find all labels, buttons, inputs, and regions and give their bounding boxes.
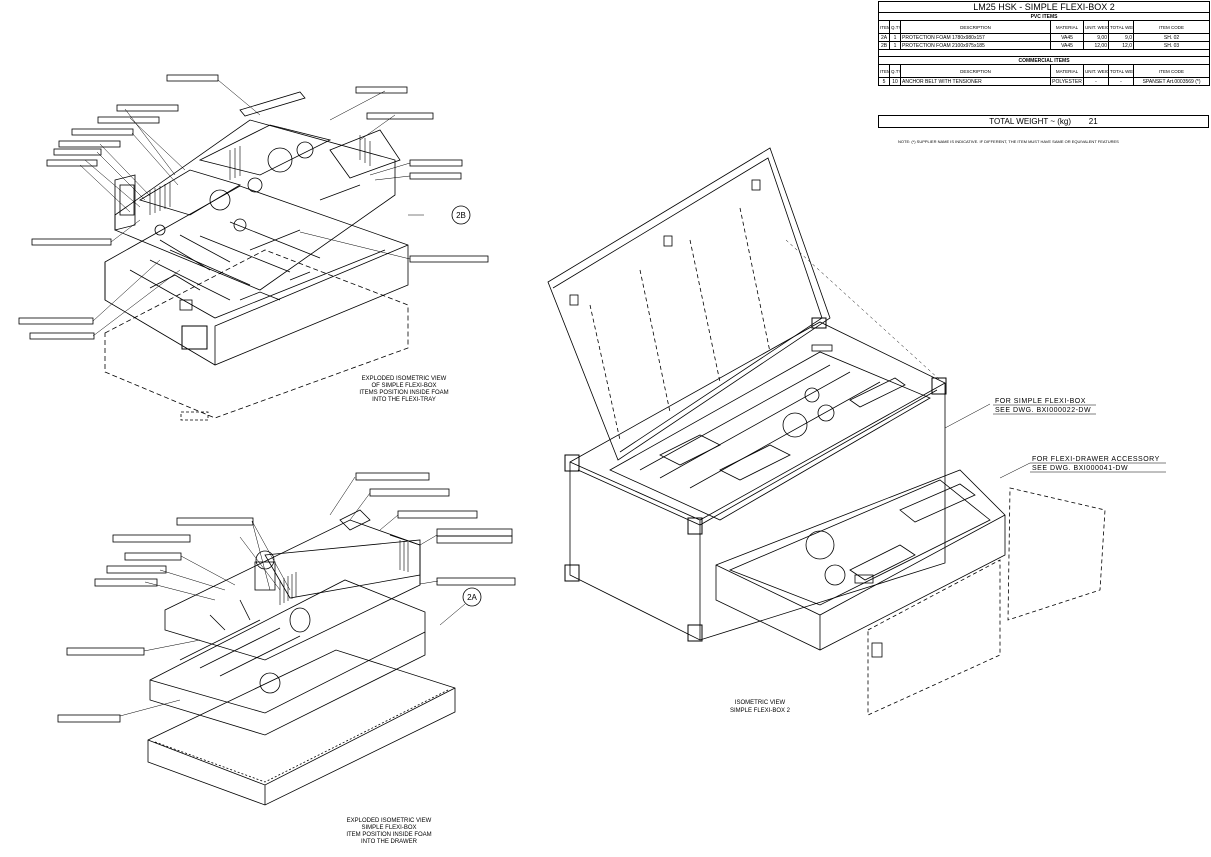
caption-top-view: EXPLODED ISOMETRIC VIEW OF SIMPLE FLEXI-…	[359, 376, 448, 403]
svg-text:INTO THE DRAWER: INTO THE DRAWER	[361, 839, 418, 845]
bill-of-materials-table: LM25 HSK - SIMPLE FLEXI-BOX 2 PVC ITEMS …	[877, 1, 1211, 86]
bom-title: LM25 HSK - SIMPLE FLEXI-BOX 2	[877, 1, 1211, 13]
total-weight: TOTAL WEIGHT ~ (kg) 21	[878, 115, 1209, 128]
caption-bottom-view: EXPLODED ISOMETRIC VIEW SIMPLE FLEXI-BOX…	[346, 818, 431, 845]
svg-text:ITEM POSITION INSIDE FOAM: ITEM POSITION INSIDE FOAM	[346, 832, 431, 838]
svg-text:2A: 2A	[467, 593, 477, 602]
callout-simple-flexi-box: FOR SIMPLE FLEXI-BOX SEE DWG. BXI000022-…	[993, 398, 1096, 415]
svg-text:SIMPLE FLEXI-BOX 2: SIMPLE FLEXI-BOX 2	[730, 708, 791, 714]
svg-text:OF SIMPLE FLEXI-BOX: OF SIMPLE FLEXI-BOX	[371, 383, 436, 389]
svg-text:ISOMETRIC VIEW: ISOMETRIC VIEW	[735, 700, 786, 706]
callout-flexi-drawer: FOR FLEXI-DRAWER ACCESSORY SEE DWG. BXI0…	[1030, 456, 1166, 473]
commercial-section-header: COMMERCIAL ITEMS	[877, 56, 1211, 65]
svg-text:INTO THE FLEXI-TRAY: INTO THE FLEXI-TRAY	[372, 397, 436, 403]
balloon-2a: 2A	[462, 587, 482, 607]
balloon-2b: 2B	[451, 205, 471, 225]
svg-text:ITEMS POSITION INSIDE FOAM: ITEMS POSITION INSIDE FOAM	[359, 390, 448, 396]
svg-text:FOR SIMPLE FLEXI-BOX: FOR SIMPLE FLEXI-BOX	[995, 398, 1086, 405]
supplier-note: NOTE: (*) SUPPLIER NAME IS INDICATIVE. I…	[898, 139, 1119, 144]
main-isometric-view	[547, 147, 1106, 716]
svg-text:2B: 2B	[456, 211, 466, 220]
svg-text:SIMPLE FLEXI-BOX: SIMPLE FLEXI-BOX	[361, 825, 416, 831]
caption-main-view: ISOMETRIC VIEW SIMPLE FLEXI-BOX 2	[730, 700, 791, 714]
top-exploded-view	[104, 91, 409, 421]
pvc-section-header: PVC ITEMS	[877, 12, 1211, 21]
total-weight-value: 21	[1088, 117, 1098, 126]
svg-text:FOR FLEXI-DRAWER ACCESSORY: FOR FLEXI-DRAWER ACCESSORY	[1032, 456, 1160, 463]
svg-text:SEE DWG. BXI000022-DW: SEE DWG. BXI000022-DW	[995, 407, 1091, 414]
bottom-exploded-view	[147, 509, 456, 806]
svg-text:EXPLODED ISOMETRIC VIEW: EXPLODED ISOMETRIC VIEW	[362, 376, 447, 382]
svg-text:EXPLODED ISOMETRIC VIEW: EXPLODED ISOMETRIC VIEW	[347, 818, 432, 824]
top-leader-lines	[79, 79, 424, 337]
svg-text:SEE DWG. BXI000041-DW: SEE DWG. BXI000041-DW	[1032, 465, 1128, 472]
total-weight-label: TOTAL WEIGHT ~ (kg)	[989, 117, 1072, 126]
